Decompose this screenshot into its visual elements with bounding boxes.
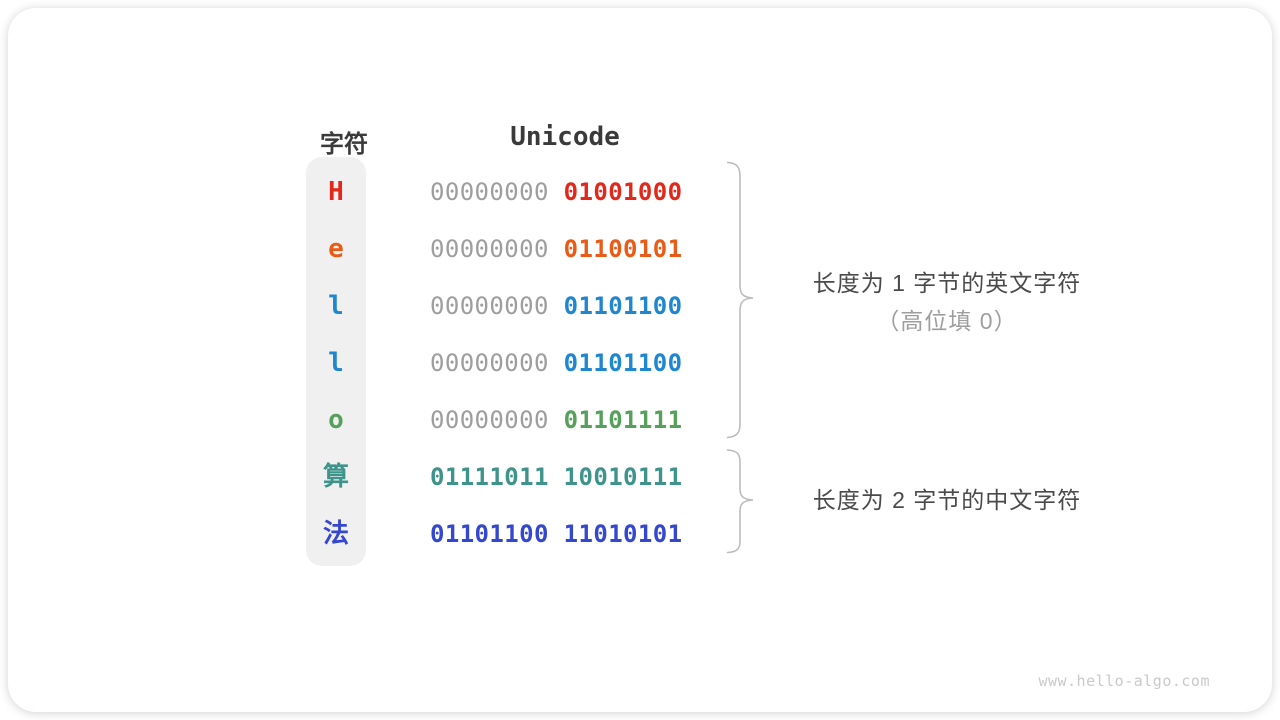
character-cell: 算 — [322, 461, 349, 492]
watermark: www.hello-algo.com — [1038, 672, 1210, 690]
unicode-bits: 01111011 10010111 — [430, 465, 682, 489]
code-byte: 01101100 — [548, 291, 683, 320]
code-byte: 01101111 — [548, 405, 683, 434]
annotation-line: 长度为 2 字节的中文字符 — [812, 487, 1082, 513]
table-row: e 00000000 01100101 — [8, 220, 1272, 277]
annotation-line: 长度为 1 字节的英文字符 — [812, 270, 1082, 296]
padding-byte: 00000000 — [430, 177, 549, 206]
padding-byte: 00000000 — [430, 234, 549, 263]
table-row: 法 01101100 11010101 — [8, 505, 1272, 562]
code-byte: 01101100 — [548, 348, 683, 377]
annotation-2byte: 长度为 2 字节的中文字符 — [768, 481, 1126, 519]
table-row: l 00000000 01101100 — [8, 334, 1272, 391]
character-column-background — [306, 157, 366, 566]
annotation-line: （高位填 0） — [876, 308, 1018, 334]
character-cell: l — [328, 290, 344, 321]
character-cell: 法 — [322, 518, 349, 549]
unicode-bits: 00000000 01100101 — [430, 237, 682, 261]
table-row: l 00000000 01101100 — [8, 277, 1272, 334]
column-header-unicode: Unicode — [510, 122, 620, 152]
code-byte: 01100101 — [548, 234, 683, 263]
padding-byte: 00000000 — [430, 348, 549, 377]
encoding-rows: H 00000000 01001000 e 00000000 01100101 l 000… — [8, 163, 1272, 562]
table-row: H 00000000 01001000 — [8, 163, 1272, 220]
code-byte: 10010111 — [548, 462, 683, 491]
character-cell: l — [328, 347, 344, 378]
code-byte: 01001000 — [548, 177, 683, 206]
column-header-char: 字符 — [320, 131, 368, 158]
unicode-bits: 00000000 01101100 — [430, 294, 682, 318]
figure-card: 字符 Unicode H 00000000 01001000 e 00000000 0… — [8, 8, 1272, 712]
unicode-bits: 00000000 01101100 — [430, 351, 682, 375]
code-byte: 01101100 — [430, 519, 549, 548]
annotation-1byte: 长度为 1 字节的英文字符 （高位填 0） — [768, 264, 1126, 340]
unicode-bits: 00000000 01001000 — [430, 180, 682, 204]
character-cell: o — [328, 404, 344, 435]
padding-byte: 00000000 — [430, 291, 549, 320]
character-cell: e — [328, 233, 344, 264]
table-row: 算 01111011 10010111 — [8, 448, 1272, 505]
table-row: o 00000000 01101111 — [8, 391, 1272, 448]
character-cell: H — [328, 176, 344, 207]
code-byte: 01111011 — [430, 462, 549, 491]
unicode-bits: 01101100 11010101 — [430, 522, 682, 546]
padding-byte: 00000000 — [430, 405, 549, 434]
code-byte: 11010101 — [548, 519, 683, 548]
unicode-bits: 00000000 01101111 — [430, 408, 682, 432]
